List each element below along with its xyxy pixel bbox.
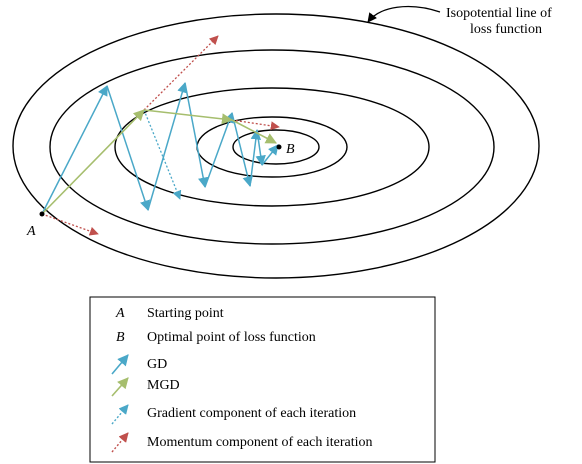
- gd-path: [41, 81, 279, 215]
- legend-gradient-arrow-icon: [111, 404, 129, 425]
- momentum-arrow: [143, 35, 219, 111]
- momentum-arrow: [41, 213, 99, 236]
- start-point-dot: [39, 211, 45, 217]
- mgd-path: [41, 109, 277, 215]
- legend-mgd-arrow-icon: [111, 377, 129, 397]
- optimal-point-label: B: [286, 142, 295, 157]
- gradient-arrow: [143, 109, 182, 200]
- callout-line-1: Isopotential line of: [446, 6, 552, 21]
- contour-third: [114, 87, 430, 207]
- legend-label-momentum-component: Momentum component of each iteration: [147, 435, 373, 450]
- legend-label-gradient-component: Gradient component of each iteration: [147, 406, 356, 421]
- legend-box: [89, 296, 436, 463]
- legend-momentum-arrow-icon: [111, 432, 129, 453]
- gd-step: [249, 128, 262, 187]
- gd-step: [204, 112, 234, 188]
- legend-symbol-b: B: [116, 330, 125, 345]
- legend-label-gd: GD: [147, 357, 167, 372]
- contour-second: [49, 49, 495, 245]
- legend-label-optimal-point: Optimal point of loss function: [147, 330, 316, 345]
- start-point-label: A: [26, 224, 36, 239]
- mgd-step: [231, 119, 277, 144]
- gradient-components: [143, 109, 182, 200]
- optimal-point-dot: [276, 144, 282, 150]
- gd-step: [41, 85, 108, 215]
- gd-step: [184, 82, 209, 189]
- gd-step: [231, 112, 253, 188]
- legend-label-starting-point: Starting point: [147, 306, 224, 321]
- gd-step: [255, 129, 266, 167]
- gd-step: [106, 85, 151, 211]
- mgd-step: [41, 109, 145, 215]
- contour-outer: [12, 13, 540, 279]
- contour-lines: [12, 13, 540, 279]
- legend: A Starting point B Optimal point of loss…: [89, 296, 436, 463]
- gd-step: [147, 81, 188, 211]
- momentum-components: [41, 35, 280, 236]
- callout-arrow: [367, 5, 441, 23]
- legend-label-mgd: MGD: [147, 378, 180, 393]
- legend-gd-arrow-icon: [111, 354, 129, 375]
- callout-line-2: loss function: [470, 22, 542, 37]
- gd-step: [261, 144, 279, 166]
- mgd-step: [143, 109, 234, 125]
- legend-symbol-a: A: [115, 306, 125, 321]
